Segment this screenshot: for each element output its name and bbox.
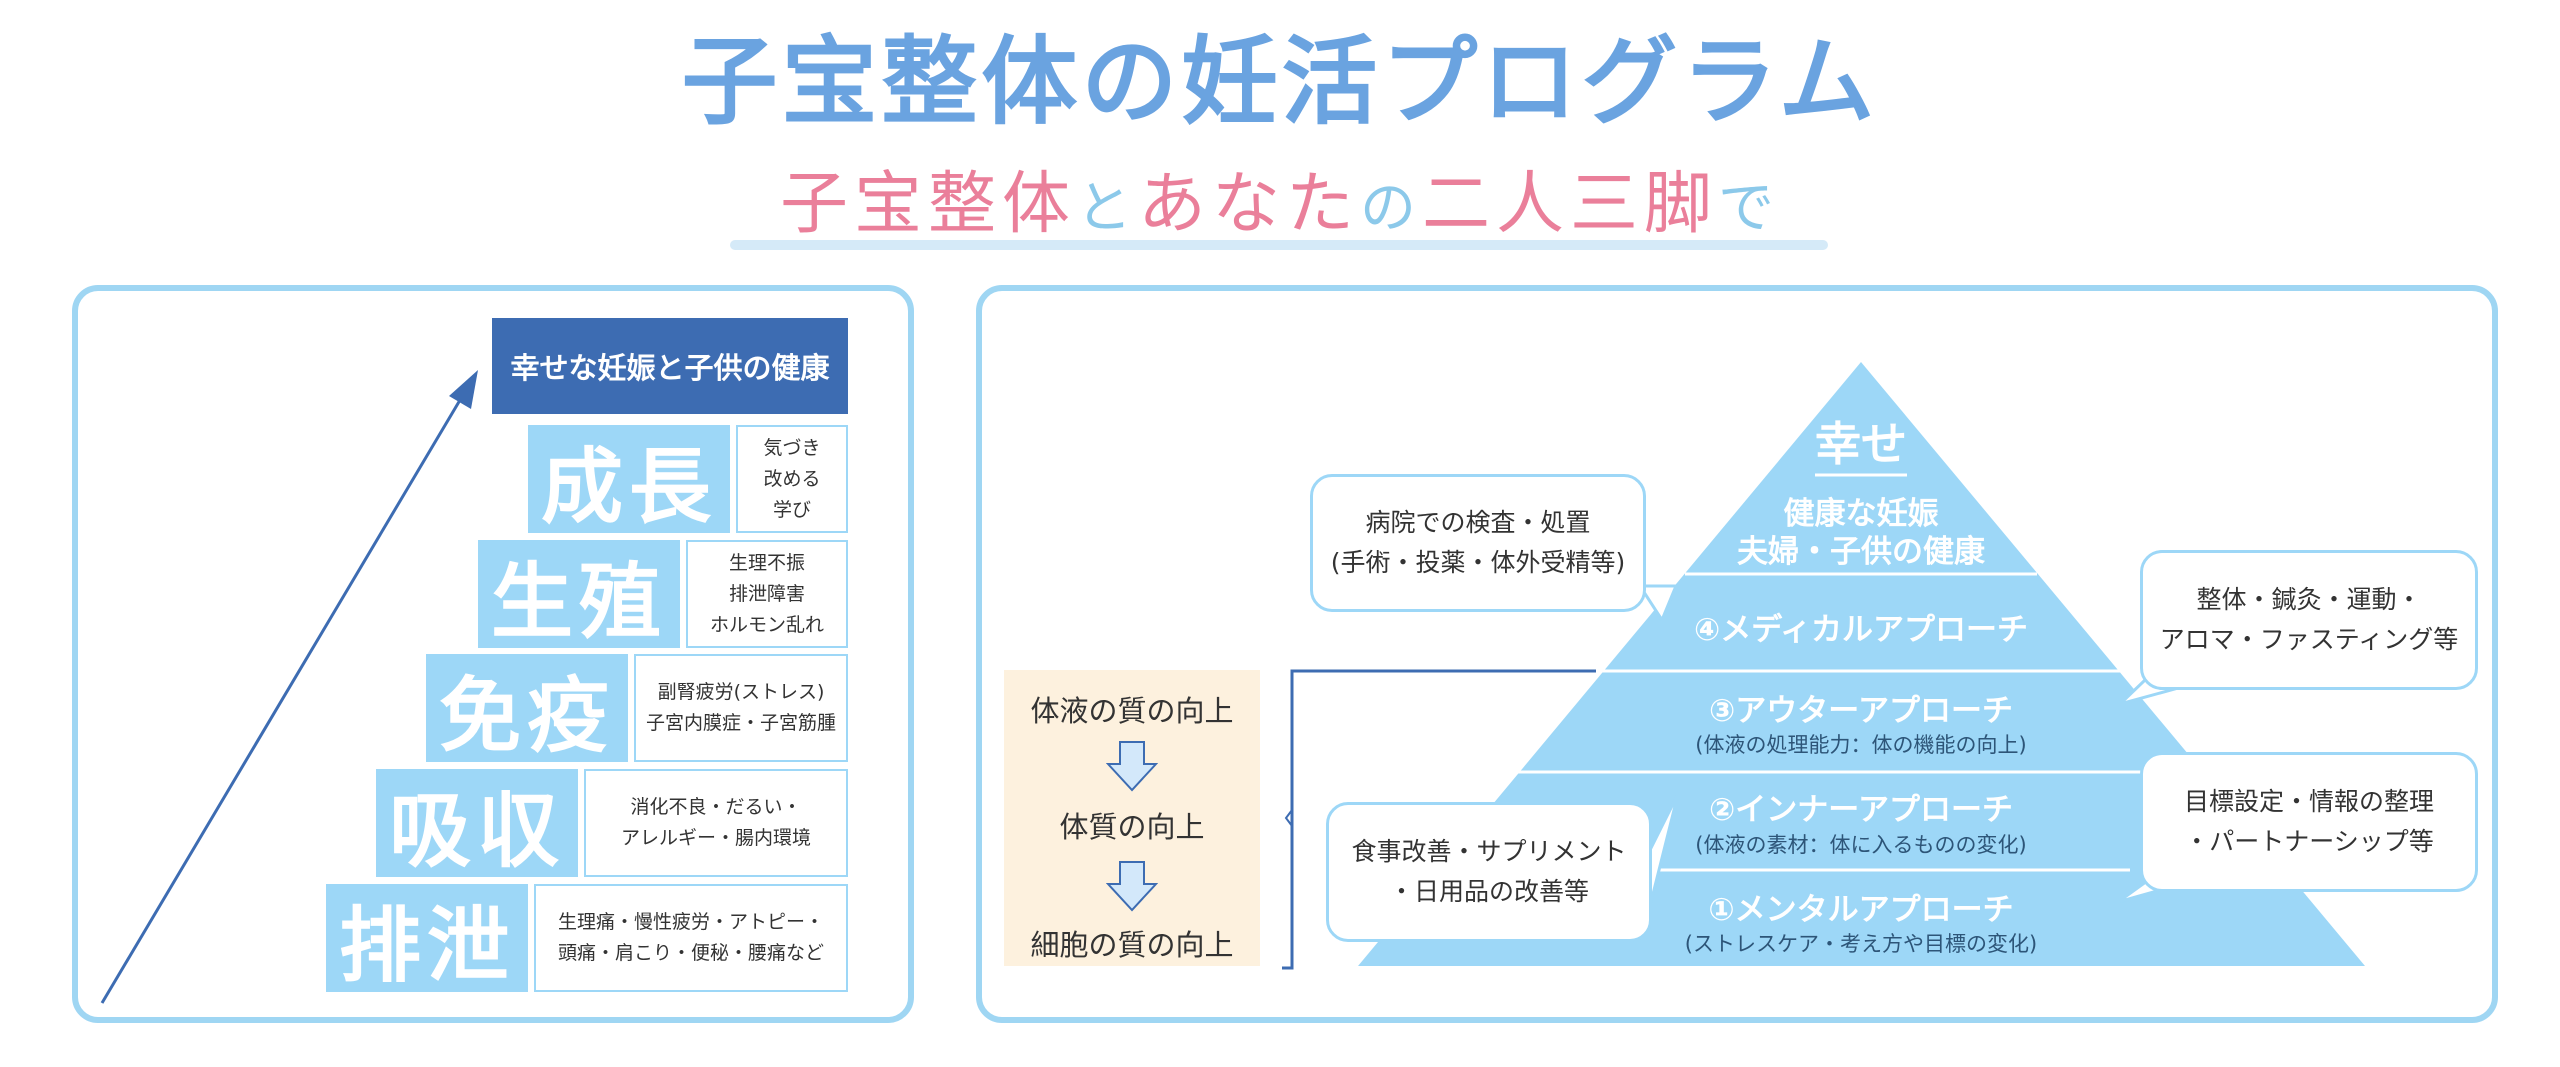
bubble-food: 食事改善・サプリメント ・日用品の改善等 [1326,802,1652,942]
step-desc-immunity: 副腎疲労(ストレス) 子宮内膜症・子宮筋腫 [634,654,848,762]
pyramid-mental-sub: (ストレスケア・考え方や目標の変化) [1684,932,2038,956]
subtitle-part: あなた [1137,165,1360,244]
step-label-growth: 成長 [528,425,730,535]
down-arrow-icon [1106,861,1158,912]
goal-box: 幸せな妊娠と子供の健康 [492,318,848,414]
pyramid-health-line2: 夫婦・子供の健康 [1737,534,1985,570]
quality-fluid: 体液の質の向上 [1030,694,1234,728]
down-arrow-icon [1106,741,1158,792]
step-label-absorption: 吸収 [376,769,578,879]
step-label-reproduction: 生殖 [478,540,680,650]
bubble-hospital: 病院での検査・処置 (手術・投薬・体外受精等) [1310,474,1646,612]
step-label-excretion: 排泄 [326,884,528,994]
pyramid-inner-sub: (体液の素材：体に入るものの変化) [1695,833,2027,857]
quality-box [1004,670,1260,966]
subtitle-part: と [1075,176,1138,241]
subtitle-underline [730,240,1828,250]
pyramid-outer-sub: (体液の処理能力：体の機能の向上) [1695,733,2027,757]
page-subtitle: 子宝整体とあなたの二人三脚で [0,160,2560,254]
step-desc-excretion: 生理痛・慢性疲労・アトピー・ 頭痛・肩こり・便秘・腰痛など [534,884,848,992]
pyramid-happiness: 幸せ [1815,417,1907,471]
page-title: 子宝整体の妊活プログラム [681,26,1879,138]
bubble-seitai: 整体・鍼灸・運動・ アロマ・ファスティング等 [2140,550,2478,690]
subtitle-part: の [1360,176,1422,241]
step-desc-absorption: 消化不良・だるい・ アレルギー・腸内環境 [584,769,848,877]
pyramid-health-line1: 健康な妊娠 [1783,496,1939,532]
bubble-goal: 目標設定・情報の整理 ・パートナーシップ等 [2140,752,2478,892]
subtitle-part: 二人三脚 [1422,165,1719,244]
pyramid-medical: ④メディカルアプローチ [1693,612,2029,648]
pyramid-inner: ②インナーアプローチ [1708,792,2013,828]
pyramid-outer: ③アウターアプローチ [1708,693,2013,729]
pyramid-mental: ①メンタルアプローチ [1708,892,2014,928]
step-desc-growth: 気づき 改める 学び [736,425,848,533]
step-desc-reproduction: 生理不振 排泄障害 ホルモン乱れ [686,540,848,648]
subtitle-part: 子宝整体 [779,165,1076,244]
subtitle-part: で [1718,176,1781,241]
step-label-immunity: 免疫 [426,654,628,764]
quality-cell: 細胞の質の向上 [1030,928,1234,962]
quality-constitution: 体質の向上 [1059,810,1205,844]
